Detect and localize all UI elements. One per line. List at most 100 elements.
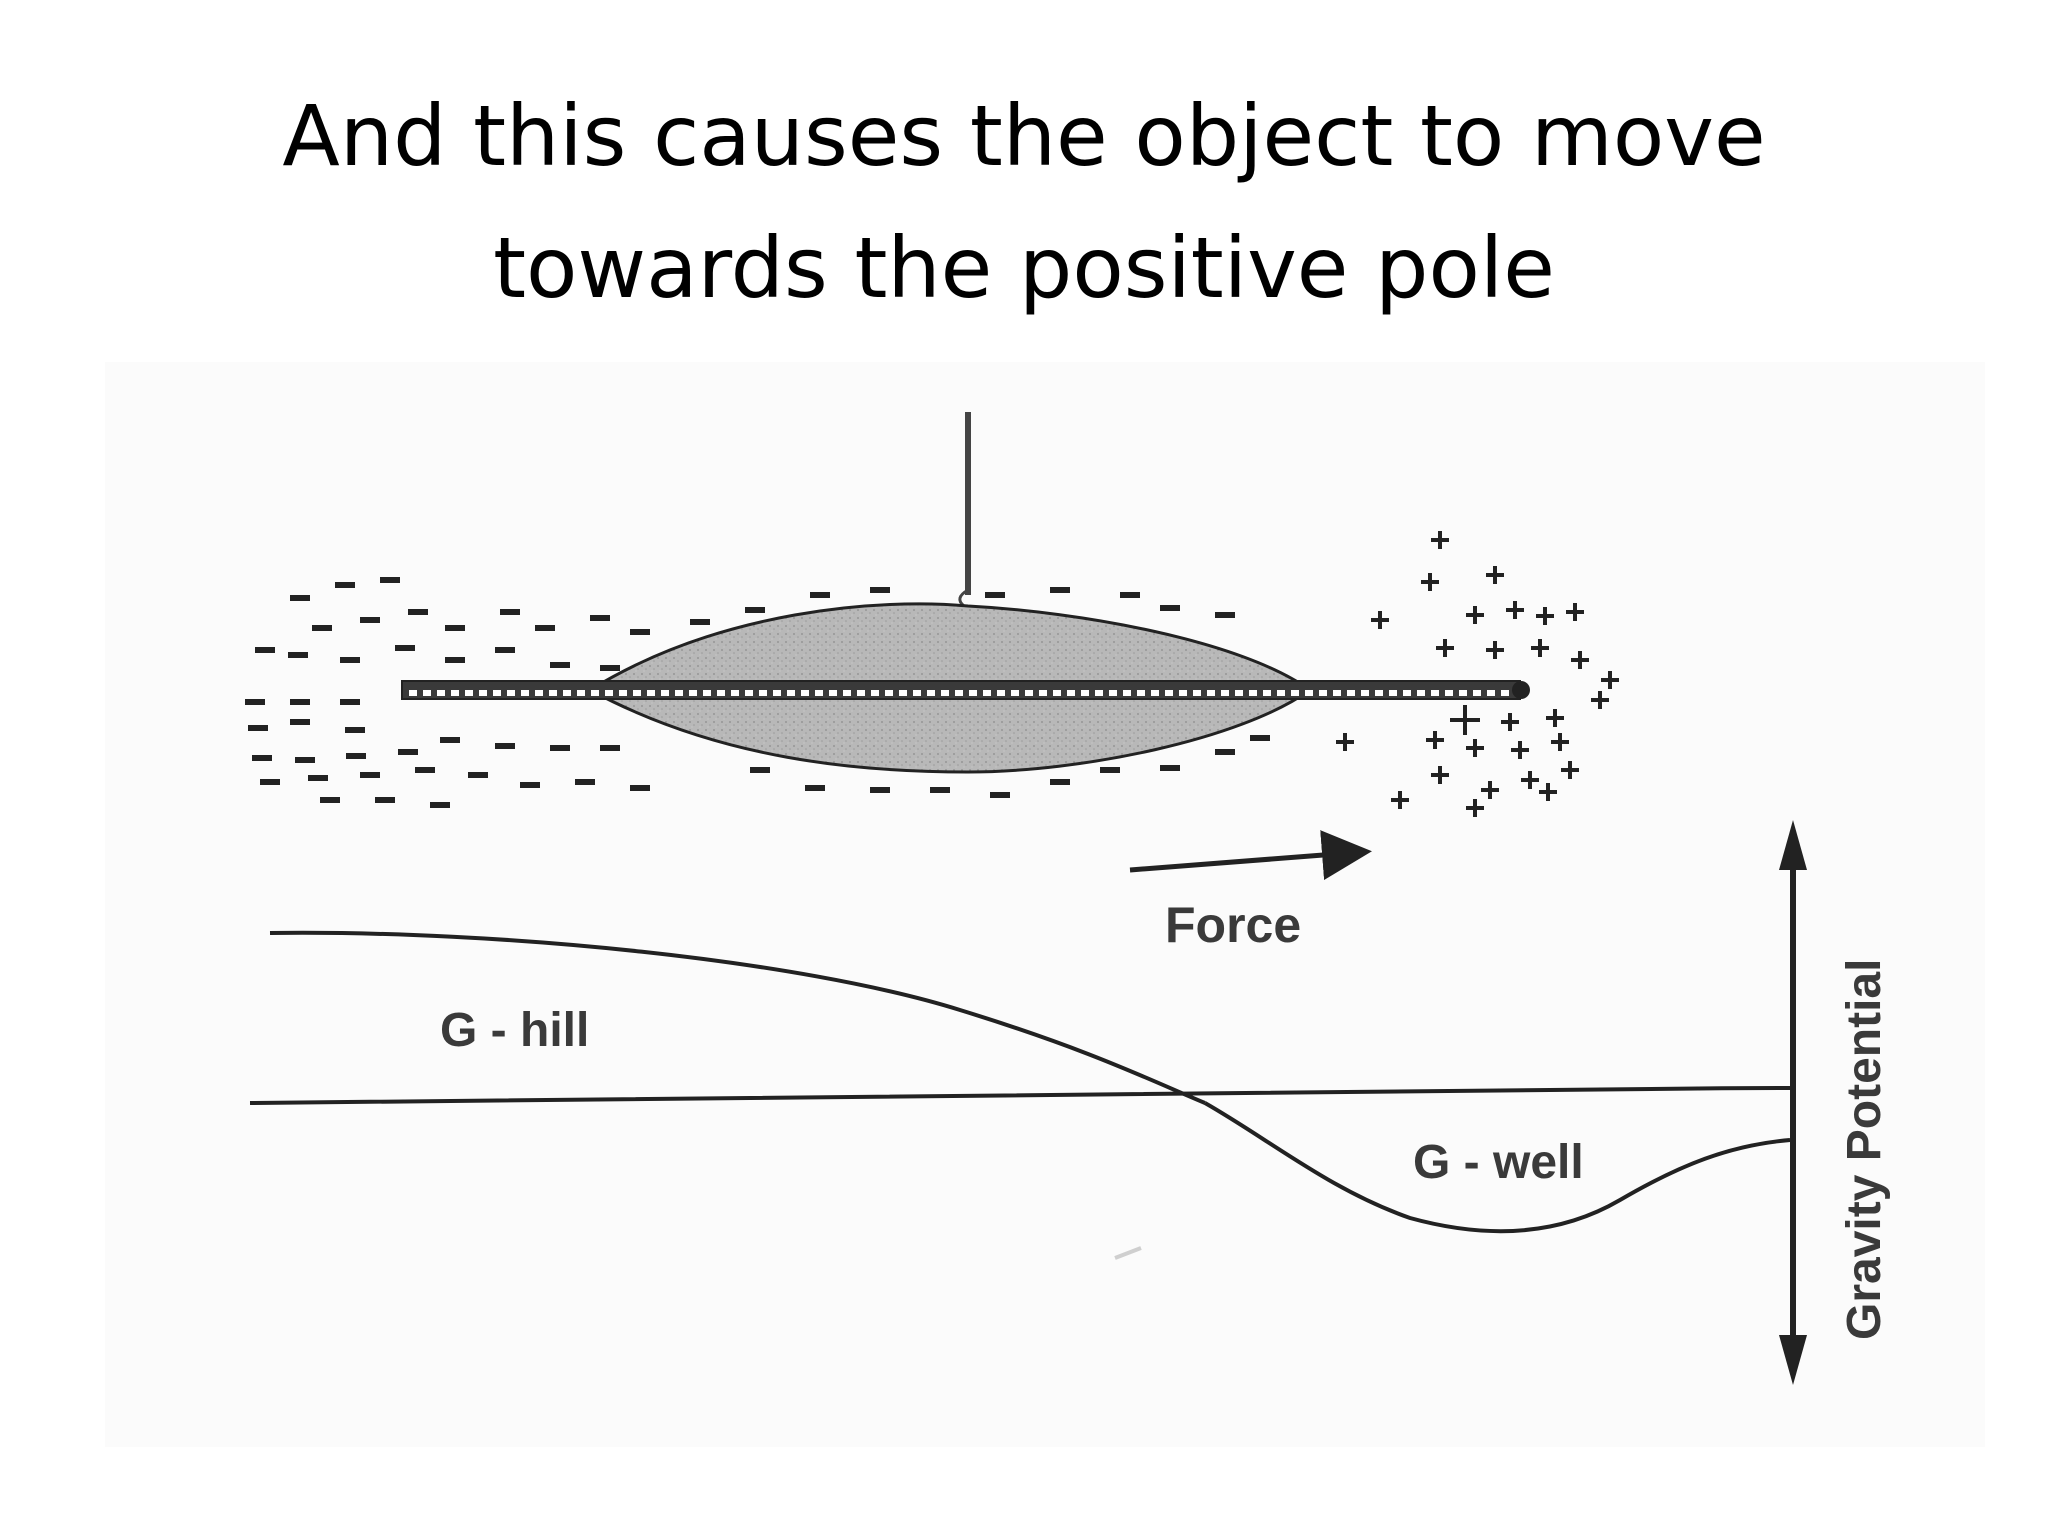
negative-charge-mark (550, 745, 570, 751)
gravity-potential-label: Gravity Potential (1838, 959, 1891, 1340)
negative-charge-mark (520, 782, 540, 788)
negative-charges (245, 577, 1270, 808)
negative-charge-mark (360, 617, 380, 623)
positive-charge-mark (1531, 639, 1549, 657)
g-well-curve (1204, 1101, 1791, 1234)
positive-charge-mark (1511, 741, 1529, 759)
negative-charge-mark (1160, 765, 1180, 771)
negative-charge-mark (440, 737, 460, 743)
negative-charge-mark (495, 743, 515, 749)
negative-charge-mark (600, 745, 620, 751)
negative-charge-mark (870, 587, 890, 593)
negative-charge-mark (380, 577, 400, 583)
positive-charge-mark (1450, 705, 1480, 735)
rod (401, 680, 1521, 700)
negative-charge-mark (290, 595, 310, 601)
negative-charge-mark (590, 615, 610, 621)
negative-charge-mark (375, 797, 395, 803)
positive-charge-mark (1566, 603, 1584, 621)
negative-charge-mark (810, 592, 830, 598)
negative-charge-mark (1050, 779, 1070, 785)
positive-charge-mark (1591, 691, 1609, 709)
negative-charge-mark (252, 755, 272, 761)
positive-charge-mark (1421, 573, 1439, 591)
axis-arrowhead-up (1779, 820, 1807, 870)
slide-title-line-1: And this causes the object to move (282, 87, 1766, 185)
negative-charge-mark (1120, 592, 1140, 598)
negative-charge-mark (870, 787, 890, 793)
negative-charge-mark (630, 785, 650, 791)
negative-charge-mark (1250, 735, 1270, 741)
negative-charge-mark (340, 699, 360, 705)
positive-charge-mark (1466, 799, 1484, 817)
negative-charge-mark (985, 592, 1005, 598)
negative-charge-mark (1215, 612, 1235, 618)
g-well-label: G - well (1413, 1136, 1584, 1189)
positive-charge-mark (1561, 761, 1579, 779)
positive-charge-mark (1506, 601, 1524, 619)
negative-charge-mark (575, 779, 595, 785)
negative-charge-mark (346, 753, 366, 759)
negative-charge-mark (395, 645, 415, 651)
positive-charge-mark (1551, 733, 1569, 751)
negative-charge-mark (690, 619, 710, 625)
negative-charge-mark (745, 607, 765, 613)
negative-charge-mark (630, 629, 650, 635)
negative-charge-mark (430, 802, 450, 808)
negative-charge-mark (308, 775, 328, 781)
g-hill-curve (269, 930, 1206, 1105)
rod-end-cap (1512, 681, 1530, 699)
negative-charge-mark (335, 582, 355, 588)
negative-charge-mark (445, 657, 465, 663)
positive-charge-mark (1486, 641, 1504, 659)
negative-charge-mark (245, 699, 265, 705)
negative-charge-mark (550, 662, 570, 668)
negative-charge-mark (290, 719, 310, 725)
negative-charge-mark (290, 699, 310, 705)
slide-title-line-2: towards the positive pole (493, 219, 1555, 317)
negative-charge-mark (260, 779, 280, 785)
positive-charge-mark (1431, 766, 1449, 784)
positive-charge-mark (1536, 607, 1554, 625)
negative-charge-mark (1215, 749, 1235, 755)
negative-charge-mark (288, 652, 308, 658)
negative-charge-mark (990, 792, 1010, 798)
negative-charge-mark (255, 647, 275, 653)
negative-charge-mark (750, 767, 770, 773)
negative-charge-mark (320, 797, 340, 803)
baseline (249, 1086, 1791, 1105)
negative-charge-mark (295, 757, 315, 763)
positive-charge-mark (1601, 671, 1619, 689)
negative-charge-mark (1160, 605, 1180, 611)
positive-charge-mark (1501, 713, 1519, 731)
negative-charge-mark (248, 725, 268, 731)
positive-charge-mark (1371, 611, 1389, 629)
figure-panel (105, 362, 1985, 1447)
positive-charge-mark (1431, 531, 1449, 549)
negative-charge-mark (500, 609, 520, 615)
positive-charge-mark (1486, 566, 1504, 584)
negative-charge-mark (930, 787, 950, 793)
negative-charge-mark (408, 609, 428, 615)
negative-charge-mark (805, 785, 825, 791)
positive-charge-mark (1391, 791, 1409, 809)
positive-charge-mark (1521, 771, 1539, 789)
positive-charge-mark (1436, 639, 1454, 657)
negative-charge-mark (600, 665, 620, 671)
negative-charge-mark (312, 625, 332, 631)
positive-charge-mark (1481, 781, 1499, 799)
smudge-mark (1114, 1246, 1142, 1260)
negative-charge-mark (1100, 767, 1120, 773)
axis-arrowhead-down (1779, 1335, 1807, 1385)
positive-charge-mark (1466, 606, 1484, 624)
positive-charge-mark (1546, 709, 1564, 727)
negative-charge-mark (340, 657, 360, 663)
negative-charge-mark (415, 767, 435, 773)
force-arrow (1129, 830, 1372, 881)
negative-charge-mark (1050, 587, 1070, 593)
negative-charge-mark (535, 625, 555, 631)
positive-charge-mark (1539, 783, 1557, 801)
negative-charge-mark (345, 727, 365, 733)
g-hill-label: G - hill (440, 1004, 589, 1057)
